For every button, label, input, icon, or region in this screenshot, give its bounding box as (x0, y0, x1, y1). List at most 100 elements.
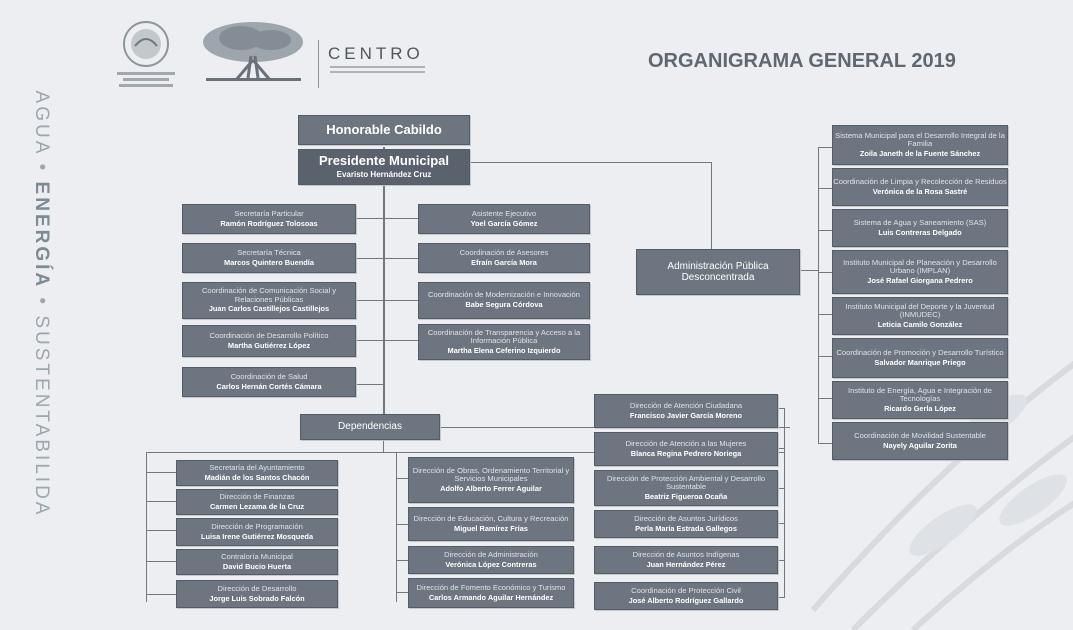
org-box-title: Dirección de Finanzas (219, 491, 295, 501)
org-box-title: Contraloría Municipal (221, 551, 293, 561)
org-box-title: Coordinación de Promoción y Desarrollo T… (836, 347, 1004, 357)
org-box-secretaria-tecnica: Secretaría Técnica Marcos Quintero Buend… (182, 243, 356, 273)
org-box-coordinacion-asesores: Coordinación de Asesores Efraín García M… (418, 243, 590, 273)
org-box-title: Dirección de Asuntos Indígenas (632, 549, 740, 559)
org-box-name: Beatriz Figueroa Ocaña (644, 491, 728, 501)
org-box-title: Dirección de Asuntos Jurídicos (634, 513, 738, 523)
org-box-name: Salvador Manrique Priego (874, 357, 966, 367)
connector (356, 340, 384, 341)
connector (396, 560, 408, 561)
org-box-title: Honorable Cabildo (326, 121, 442, 137)
org-box-name: Luis Contreras Delgado (878, 227, 962, 237)
connector (146, 530, 176, 531)
org-box-title: Instituto de Energía, Agua e Integración… (848, 385, 992, 404)
org-box-fomento-economico: Dirección de Fomento Económico y Turismo… (408, 578, 574, 608)
org-box-name: José Alberto Rodríguez Gallardo (628, 595, 744, 605)
tree-logo (203, 22, 303, 81)
connector (778, 408, 784, 409)
connector (778, 560, 784, 561)
org-box-title: Secretaría Particular (234, 208, 304, 218)
org-box-atencion-mujeres: Dirección de Atención a las Mujeres Blan… (594, 432, 778, 466)
org-box-name: Leticia Camilo González (877, 319, 963, 329)
slogan-sustentabilidad: SUSTENTABILIDA (31, 315, 52, 518)
org-box-asistente-ejecutivo: Asistente Ejecutivo Yoel García Gómez (418, 204, 590, 234)
org-box-title: Coordinación de Salud (230, 371, 308, 381)
org-box-title: Presidente Municipal (318, 153, 450, 169)
connector (784, 408, 785, 598)
connector (356, 384, 384, 385)
connector (818, 398, 832, 399)
org-box-title: Secretaría del Ayuntamiento (209, 462, 305, 472)
connector (383, 440, 384, 453)
org-box-presidente-municipal: Presidente Municipal Evaristo Hernández … (298, 149, 470, 185)
org-box-proteccion-ambiental: Dirección de Protección Ambiental y Desa… (594, 470, 778, 506)
org-box-desarrollo-politico: Coordinación de Desarrollo Político Mart… (182, 325, 356, 357)
org-box-direccion-desarrollo: Dirección de Desarrollo Jorge Luis Sobra… (176, 580, 338, 608)
connector (818, 147, 819, 443)
connector (396, 524, 408, 525)
connector (356, 218, 384, 219)
org-box-title: Coordinación de Desarrollo Político (209, 330, 329, 340)
connector (356, 258, 384, 259)
org-box-name: David Bucio Huerta (222, 561, 292, 571)
org-box-contraloria-municipal: Contraloría Municipal David Bucio Huerta (176, 549, 338, 575)
org-box-title: Coordinación de Movilidad Sustentable (854, 430, 986, 440)
connector (146, 561, 176, 562)
org-box-name: Verónica de la Rosa Sastré (872, 186, 968, 196)
org-box-title: Coordinación de Protección Civil (631, 585, 741, 595)
org-box-name: Carlos Armando Aguilar Hernández (428, 592, 554, 602)
org-box-proteccion-civil: Coordinación de Protección Civil José Al… (594, 582, 778, 610)
org-box-name: Marcos Quintero Buendía (224, 257, 314, 267)
connector (818, 230, 832, 231)
page-title: ORGANIGRAMA GENERAL 2019 (648, 50, 956, 72)
org-box-direccion-administracion: Dirección de Administración Verónica Lóp… (408, 546, 574, 574)
org-box-title: Dirección de Programación (211, 521, 303, 531)
connector (146, 472, 176, 473)
org-box-name: Nayely Aguilar Zorita (883, 440, 957, 450)
connector (146, 452, 147, 602)
org-box-instituto-energia: Instituto de Energía, Agua e Integración… (832, 381, 1008, 419)
org-box-administracion-desconcentrada: Administración Pública Desconcentrada (636, 249, 800, 295)
org-box-name: Perla María Estrada Gallegos (635, 523, 737, 533)
slogan-agua: AGUA (31, 90, 52, 156)
org-box-asuntos-juridicos: Dirección de Asuntos Jurídicos Perla Mar… (594, 510, 778, 538)
connector (384, 340, 418, 341)
org-box-transparencia: Coordinación de Transparencia y Acceso a… (418, 324, 590, 360)
org-box-name: Zoila Janeth de la Fuente Sánchez (859, 148, 981, 158)
org-box-direccion-finanzas: Dirección de Finanzas Carmen Lezama de l… (176, 489, 338, 515)
org-box-name: Martha Elena Ceferino Izquierdo (447, 345, 561, 355)
connector (818, 443, 832, 444)
org-box-dependencias: Dependencias (300, 414, 440, 440)
org-box-title: Dirección de Desarrollo (217, 583, 297, 593)
connector (396, 452, 397, 602)
org-box-movilidad-sustentable: Coordinación de Movilidad Sustentable Na… (832, 422, 1008, 460)
org-box-title: Coordinación de Asesores (459, 247, 549, 257)
connector (356, 300, 384, 301)
connector (384, 300, 418, 301)
org-box-name: Verónica López Contreras (445, 559, 537, 569)
org-box-title: Dirección de Administración (444, 549, 538, 559)
government-seal-logo (117, 21, 175, 87)
org-box-name: Babe Segura Córdova (465, 300, 543, 310)
connector (818, 356, 832, 357)
connector (146, 501, 176, 502)
org-box-title: Dirección de Atención a las Mujeres (625, 438, 747, 448)
org-box-title: Coordinación de Limpia y Recolección de … (833, 176, 1007, 186)
org-box-direccion-programacion: Dirección de Programación Luisa Irene Gu… (176, 518, 338, 546)
org-box-title: Dirección de Educación, Cultura y Recrea… (413, 513, 569, 523)
connector (146, 594, 176, 595)
connector (818, 188, 832, 189)
slogan-sep-2: • (31, 297, 52, 308)
org-box-name: Juan Hernández Pérez (646, 559, 726, 569)
connector (778, 488, 784, 489)
org-box-name: Francisco Javier García Moreno (629, 410, 743, 420)
connector (800, 270, 818, 271)
connector (818, 272, 832, 273)
org-box-title: Dirección de Fomento Económico y Turismo (416, 582, 566, 592)
org-box-name: Luisa Irene Gutiérrez Mosqueda (200, 531, 314, 541)
org-box-name: José Rafael Giorgana Pedrero (867, 275, 973, 285)
connector (383, 147, 385, 415)
logo-divider (318, 40, 319, 88)
org-box-asuntos-indigenas: Dirección de Asuntos Indígenas Juan Hern… (594, 546, 778, 574)
connector (384, 218, 418, 219)
